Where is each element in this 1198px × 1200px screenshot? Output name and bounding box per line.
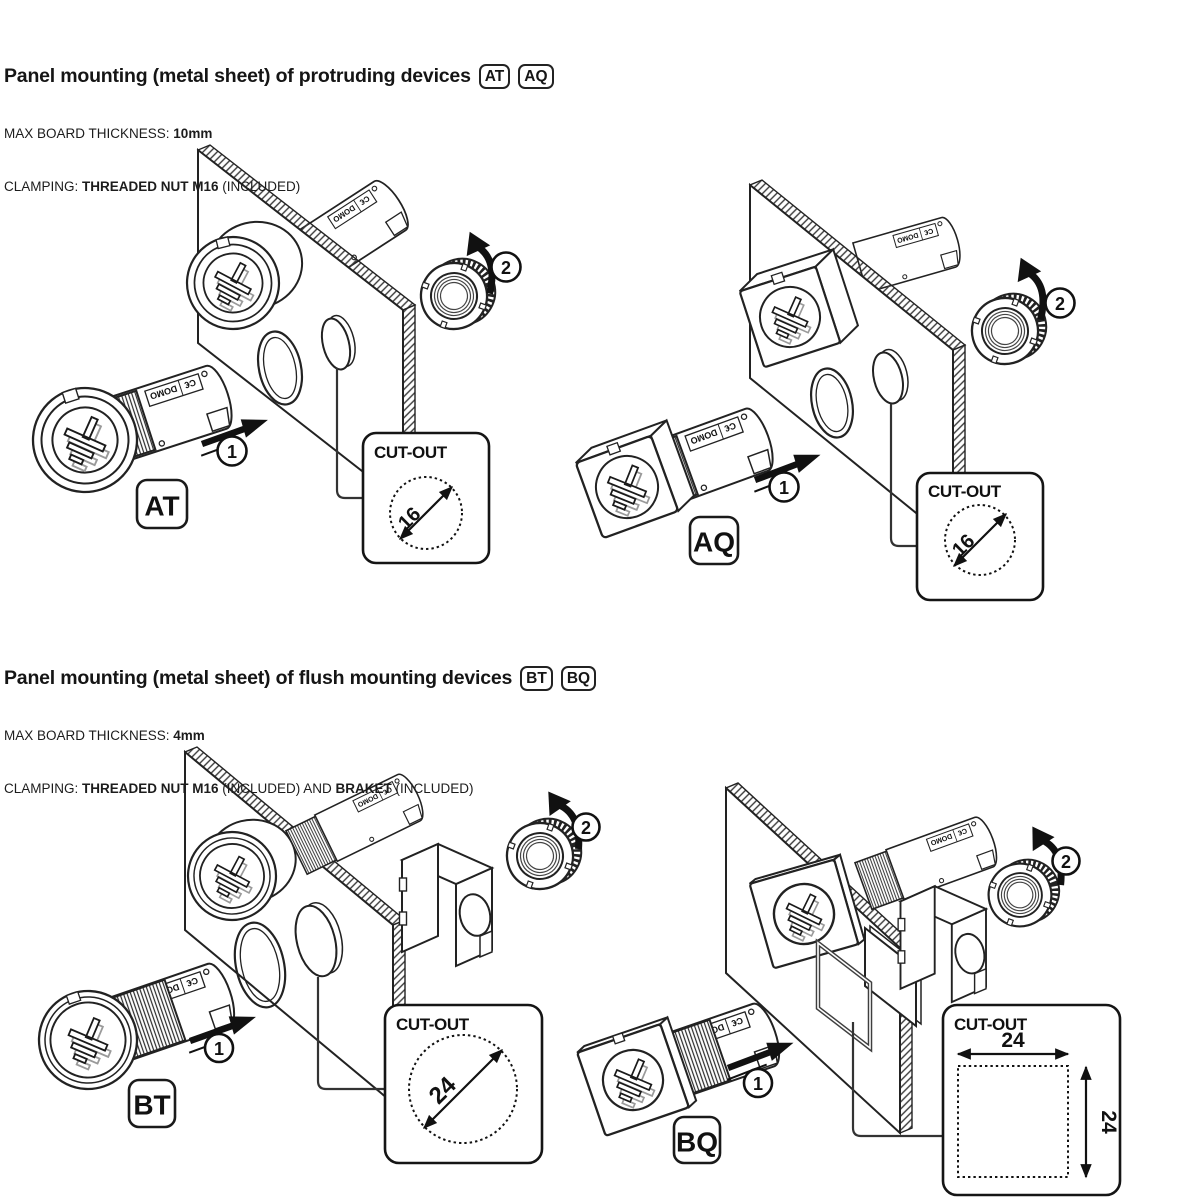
step-marker-1: 1 [742, 1067, 774, 1099]
mounting-bracket [897, 885, 989, 1004]
diagram-at: CUT-OUT 16 1 2 AT [19, 144, 522, 565]
title-badge-bq: BQ [560, 666, 597, 691]
step-number: 2 [1055, 294, 1065, 314]
section-header-flush: Panel mounting (metal sheet) of flush mo… [4, 630, 597, 833]
o-ring-inner [239, 927, 281, 1003]
board-thickness-spec: MAX BOARD THICKNESS: 4mm [4, 727, 596, 744]
step-marker-2: 2 [571, 812, 601, 842]
title-badge-at: AT [478, 64, 511, 89]
cutout-callout-aq: CUT-OUT 16 [915, 471, 1045, 602]
spec-note: (INCLUDED) [391, 780, 474, 796]
spec-label: CLAMPING: [4, 178, 83, 194]
diagram-bt: CUT-OUT 24 1 2 BT [26, 746, 601, 1165]
spec-value: 10mm [173, 125, 213, 141]
panel-hole [294, 904, 338, 978]
cutout-circle [944, 504, 1016, 576]
step-number: 2 [501, 258, 511, 278]
diagram-bq: CUT-OUT 24 24 1 2 BQ [576, 782, 1122, 1197]
o-ring [256, 330, 304, 406]
cutout-leader [889, 404, 917, 548]
spec-note: (INCLUDED) [218, 178, 301, 194]
spec-value: THREADED NUT M16 [82, 780, 219, 796]
section-header-protruding: Panel mounting (metal sheet) of protrudi… [4, 28, 554, 231]
step-number: 1 [214, 1039, 224, 1059]
device-at [19, 344, 243, 505]
board-thickness-spec: MAX BOARD THICKNESS: 10mm [4, 125, 554, 142]
step-number: 1 [227, 442, 237, 462]
variant-badge-bq: BQ [676, 1127, 718, 1158]
spec-label: MAX BOARD THICKNESS: [4, 727, 174, 743]
spec-value: THREADED NUT M16 [82, 178, 219, 194]
section-title: Panel mounting (metal sheet) of flush mo… [4, 666, 513, 689]
cutout-leader [335, 368, 363, 500]
spec-label: CLAMPING: [4, 780, 83, 796]
step-marker-1: 1 [203, 1032, 235, 1064]
clamping-spec: CLAMPING: THREADED NUT M16 (INCLUDED) AN… [4, 780, 596, 797]
cutout-title: CUT-OUT [396, 1015, 470, 1034]
cutout-title: CUT-OUT [374, 443, 448, 462]
spec-note: (INCLUDED) AND [218, 780, 336, 796]
diagram-aq: CUT-OUT 16 1 2 AQ [573, 179, 1076, 602]
o-ring-inner [262, 336, 298, 400]
cutout-leader [316, 977, 385, 1091]
cutout-leader [851, 1022, 943, 1138]
step-marker-2: 2 [1044, 287, 1076, 319]
o-ring [810, 367, 854, 439]
square-gasket [815, 938, 873, 1053]
variant-badge-bt: BT [133, 1090, 170, 1121]
mounting-bracket [398, 843, 496, 967]
cutout-callout-at: CUT-OUT 16 [361, 431, 491, 565]
variant-badge-at: AT [144, 491, 179, 522]
variant-badge-box [127, 1078, 177, 1129]
cutout-circle [408, 1034, 518, 1144]
cutout-height: 24 [1097, 1110, 1120, 1134]
step-number: 2 [581, 818, 591, 838]
step-number: 2 [1061, 852, 1071, 872]
cutout-circle [389, 476, 463, 550]
spec-value: 4mm [173, 727, 205, 743]
device-bt [26, 945, 246, 1102]
section-title: Panel mounting (metal sheet) of protrudi… [4, 64, 471, 87]
device-aq [573, 390, 782, 539]
cutout-title: CUT-OUT [954, 1015, 1028, 1034]
title-badge-bt: BT [520, 666, 553, 691]
panel-hole [872, 351, 904, 405]
variant-badge-box [672, 1115, 722, 1165]
step-number: 1 [753, 1074, 763, 1094]
step-marker-2: 2 [490, 251, 522, 283]
variant-badge-box [688, 515, 740, 566]
spec-value: BRAKET [335, 780, 392, 796]
cutout-callout-bt: CUT-OUT 24 [383, 1003, 544, 1165]
step-marker-2: 2 [1051, 846, 1081, 876]
cutout-square [957, 1065, 1069, 1178]
cutout-callout-bq: CUT-OUT 24 24 [941, 1003, 1122, 1197]
step-marker-1: 1 [216, 435, 248, 467]
step-number: 1 [779, 478, 789, 498]
title-badge-aq: AQ [518, 64, 554, 89]
diameter-arrow [422, 1048, 504, 1130]
diameter-arrow [398, 485, 454, 541]
clamping-spec: CLAMPING: THREADED NUT M16 (INCLUDED) [4, 178, 554, 195]
cutout-title: CUT-OUT [928, 482, 1002, 501]
o-ring [233, 921, 287, 1009]
spec-label: MAX BOARD THICKNESS: [4, 125, 174, 141]
o-ring-inner [815, 373, 849, 433]
variant-badge-box [135, 478, 189, 530]
panel-hole [320, 317, 352, 371]
cutout-width: 24 [1001, 1029, 1025, 1052]
variant-badge-aq: AQ [693, 527, 735, 558]
diameter-arrow [952, 512, 1008, 568]
device-bq [576, 986, 789, 1136]
step-marker-1: 1 [768, 471, 800, 503]
